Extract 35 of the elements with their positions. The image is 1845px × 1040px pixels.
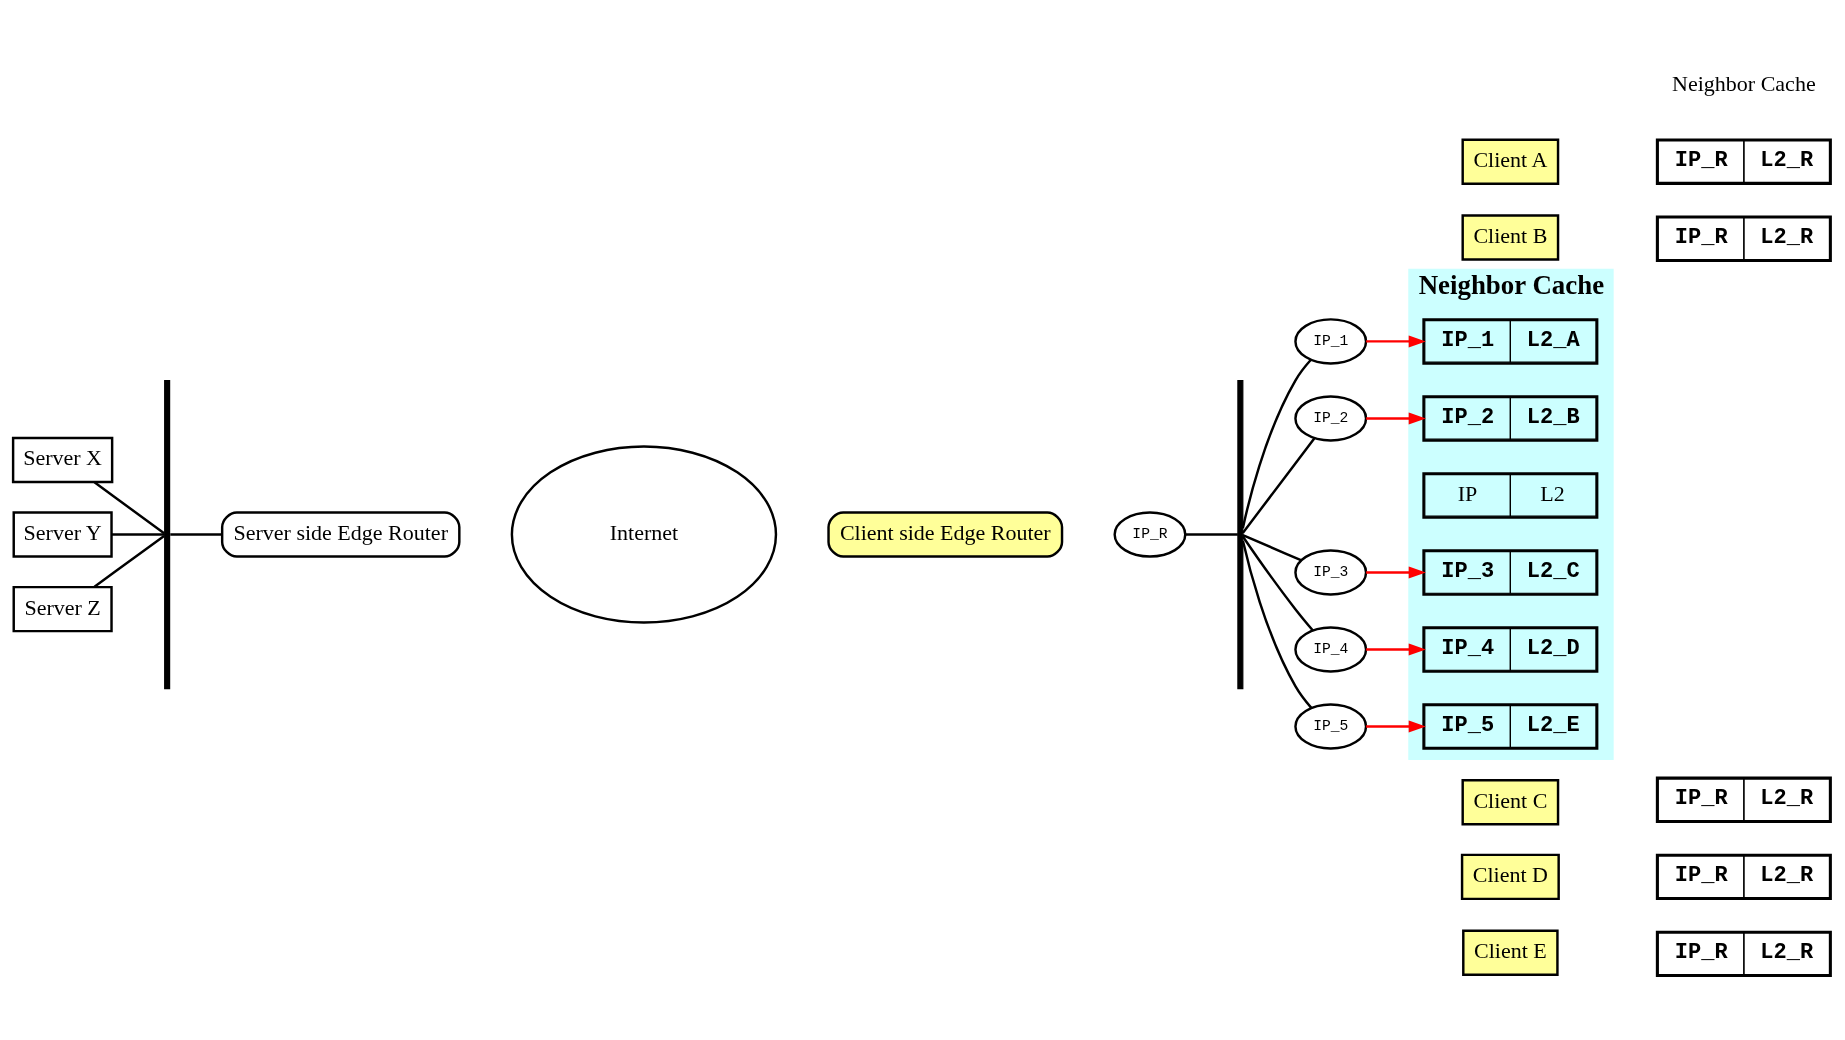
node-bar: [1237, 379, 1244, 689]
connector: [1241, 539, 1313, 709]
connector: [170, 532, 222, 536]
label: Neighbor Cache: [1672, 70, 1816, 96]
arrow: [1366, 565, 1426, 578]
connector: [93, 534, 165, 588]
node-box: Server X: [11, 436, 114, 483]
node-box: Client E: [1462, 928, 1559, 976]
connector: [1241, 535, 1314, 631]
node-ellipse: IP_2: [1294, 394, 1368, 442]
node-box: Client side Edge Router: [827, 510, 1064, 558]
node-ellipse: Internet: [510, 444, 778, 624]
node-ellipse: IP_4: [1294, 625, 1368, 673]
connector: [1241, 436, 1316, 534]
connector: [1242, 533, 1302, 561]
connector: [1185, 532, 1238, 536]
node-ellipse: IP_5: [1294, 702, 1368, 750]
connector: [93, 480, 165, 534]
arrow: [1366, 642, 1426, 655]
node-box: Client B: [1461, 213, 1560, 261]
node-box: Server Y: [12, 510, 113, 558]
arrow: [1366, 334, 1426, 347]
node-box: Client A: [1461, 137, 1560, 185]
node-ellipse: IP_R: [1113, 510, 1187, 558]
node-ellipse: IP_1: [1294, 317, 1368, 365]
node-box: Server Z: [12, 585, 113, 632]
node-ellipse: IP_3: [1294, 548, 1368, 596]
node-box: Server side Edge Router: [220, 510, 461, 558]
connector: [111, 532, 165, 536]
connector: [1241, 358, 1312, 529]
arrow: [1366, 720, 1426, 732]
node-bar: [164, 379, 171, 689]
node-box: Client D: [1460, 853, 1560, 900]
node-box: Client C: [1461, 778, 1560, 826]
arrow: [1366, 411, 1426, 424]
